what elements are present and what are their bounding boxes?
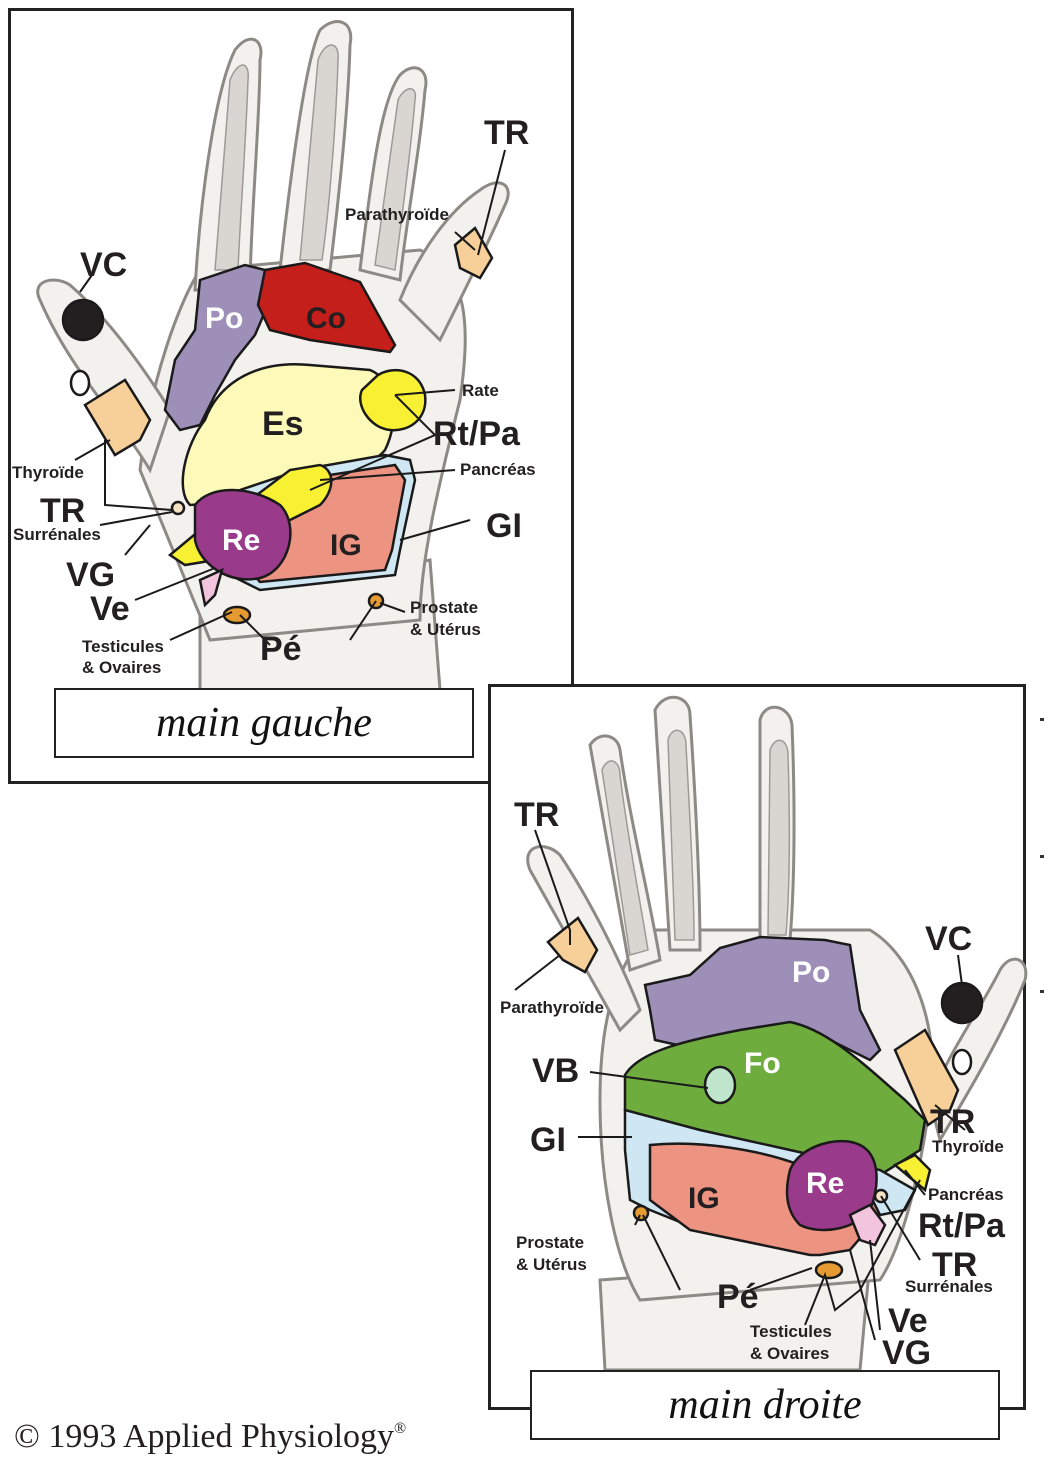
right-thyroide-label: Thyroïde xyxy=(932,1137,1004,1156)
right-tr-mid-label: TR xyxy=(930,1103,975,1141)
left-vg-label: VG xyxy=(66,556,115,594)
left-tr-top-label: TR xyxy=(484,114,529,152)
left-rate-label: Rate xyxy=(462,381,499,400)
registered-icon: ® xyxy=(394,1420,407,1437)
tr-thyroid-zone-left xyxy=(83,378,152,457)
left-re-label: Re xyxy=(222,524,260,557)
thumb-oval-right xyxy=(951,1048,973,1076)
left-ovaires-label: & Ovaires xyxy=(82,658,161,677)
right-vb-label: VB xyxy=(532,1052,579,1090)
right-pancreas-label: Pancréas xyxy=(928,1185,1004,1204)
left-parathyroide-label: Parathyroïde xyxy=(345,205,449,224)
right-ig-label: IG xyxy=(688,1182,720,1215)
right-po-label: Po xyxy=(792,956,830,989)
rate-zone xyxy=(359,368,427,432)
left-uterus-label: & Utérus xyxy=(410,620,481,639)
right-prostate-label: Prostate xyxy=(516,1233,584,1252)
edge-tick xyxy=(1040,855,1044,858)
prostate-point-right xyxy=(632,1204,650,1222)
right-pe-label: Pé xyxy=(717,1278,759,1316)
right-hand-caption: main droite xyxy=(668,1382,862,1428)
left-tr-mid-label: TR xyxy=(40,492,85,530)
left-hand-caption-box: main gauche xyxy=(54,688,474,758)
right-ovaires-label: & Ovaires xyxy=(750,1344,829,1363)
right-ve-label: Ve xyxy=(888,1302,928,1340)
tr-thyroid-zone-right xyxy=(893,1028,960,1127)
ve-zone-right xyxy=(848,1203,887,1247)
left-pancreas-label: Pancréas xyxy=(460,460,536,479)
thumb-oval-left xyxy=(69,369,91,397)
right-tr-top-label: TR xyxy=(514,796,559,834)
tr-parathyroid-zone-right xyxy=(546,916,599,974)
left-rtpa-label: Rt/Pa xyxy=(433,415,521,453)
pe-point-right xyxy=(814,1260,844,1280)
right-rtpa-label: Rt/Pa xyxy=(918,1207,1006,1245)
right-gi-label: GI xyxy=(530,1121,566,1159)
edge-tick xyxy=(1040,718,1044,721)
right-tr-low-label: TR xyxy=(932,1246,977,1284)
vc-point-right xyxy=(940,981,984,1025)
copyright-notice: © 1993 Applied Physiology® xyxy=(14,1418,406,1456)
left-ig-label: IG xyxy=(330,529,362,562)
left-ve-label: Ve xyxy=(90,590,130,628)
left-thyroide-label: Thyroïde xyxy=(12,463,84,482)
right-testicules-label: Testicules xyxy=(750,1322,832,1341)
left-gi-label: GI xyxy=(486,507,522,545)
left-hand-caption: main gauche xyxy=(156,700,372,746)
left-surrenales-label: Surrénales xyxy=(13,525,101,544)
right-fo-label: Fo xyxy=(744,1047,781,1080)
left-testicules-label: Testicules xyxy=(82,637,164,656)
copyright-text: 1993 Applied Physiology xyxy=(48,1418,395,1455)
right-uterus-label: & Utérus xyxy=(516,1255,587,1274)
right-vg-label: VG xyxy=(882,1334,931,1372)
right-hand-caption-box: main droite xyxy=(530,1370,1000,1440)
po-zone-right xyxy=(643,935,882,1062)
edge-tick xyxy=(1040,990,1044,993)
vb-point xyxy=(703,1065,737,1105)
left-co-label: Co xyxy=(306,302,346,335)
right-parathyroide-label: Parathyroïde xyxy=(500,998,604,1017)
ve-zone-left xyxy=(198,567,224,608)
co-zone xyxy=(256,261,397,354)
left-prostate-label: Prostate xyxy=(410,598,478,617)
copyright-icon: © xyxy=(14,1418,40,1455)
left-po-label: Po xyxy=(205,302,243,335)
right-vc-label: VC xyxy=(925,920,972,958)
vc-point-left xyxy=(61,298,105,342)
right-re-label: Re xyxy=(806,1167,844,1200)
surrenales-point-left xyxy=(170,500,186,516)
left-pe-label: Pé xyxy=(260,630,302,668)
left-vc-label: VC xyxy=(80,246,127,284)
left-es-label: Es xyxy=(262,405,304,443)
right-surrenales-label: Surrénales xyxy=(905,1277,993,1296)
